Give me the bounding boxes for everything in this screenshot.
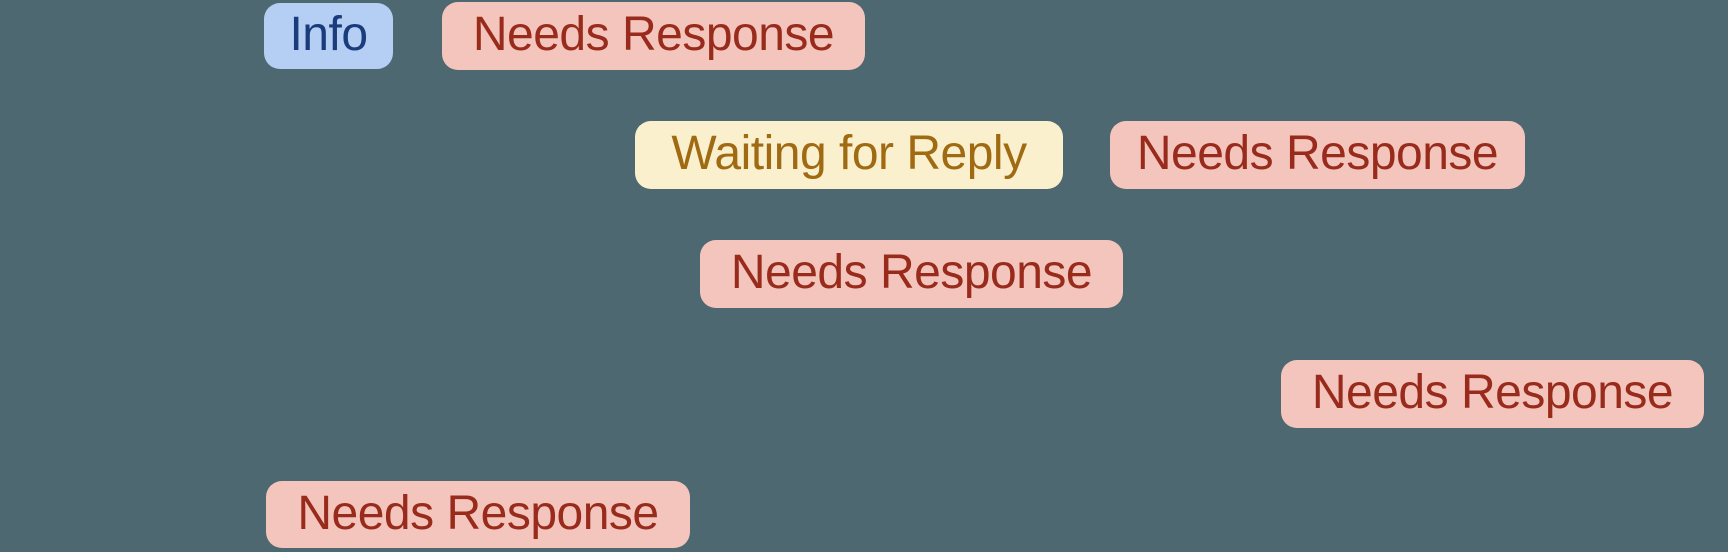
status-tag-label: Needs Response	[297, 486, 659, 540]
status-tag-needs-response[interactable]: Needs Response	[1281, 360, 1704, 428]
status-tag-needs-response[interactable]: Needs Response	[266, 481, 690, 548]
status-tag-info[interactable]: Info	[264, 3, 393, 69]
status-tag-needs-response[interactable]: Needs Response	[700, 240, 1123, 308]
status-tag-label: Needs Response	[1136, 127, 1499, 180]
status-tag-label: Needs Response	[730, 246, 1093, 299]
status-tag-waiting-for-reply[interactable]: Waiting for Reply	[635, 121, 1063, 189]
status-tag-label: Needs Response	[472, 8, 835, 61]
status-tag-label: Needs Response	[1311, 366, 1674, 419]
status-tag-label: Info	[289, 8, 368, 61]
status-tag-label: Waiting for Reply	[671, 127, 1027, 180]
status-tag-needs-response[interactable]: Needs Response	[442, 2, 865, 70]
status-tag-needs-response[interactable]: Needs Response	[1110, 121, 1525, 189]
